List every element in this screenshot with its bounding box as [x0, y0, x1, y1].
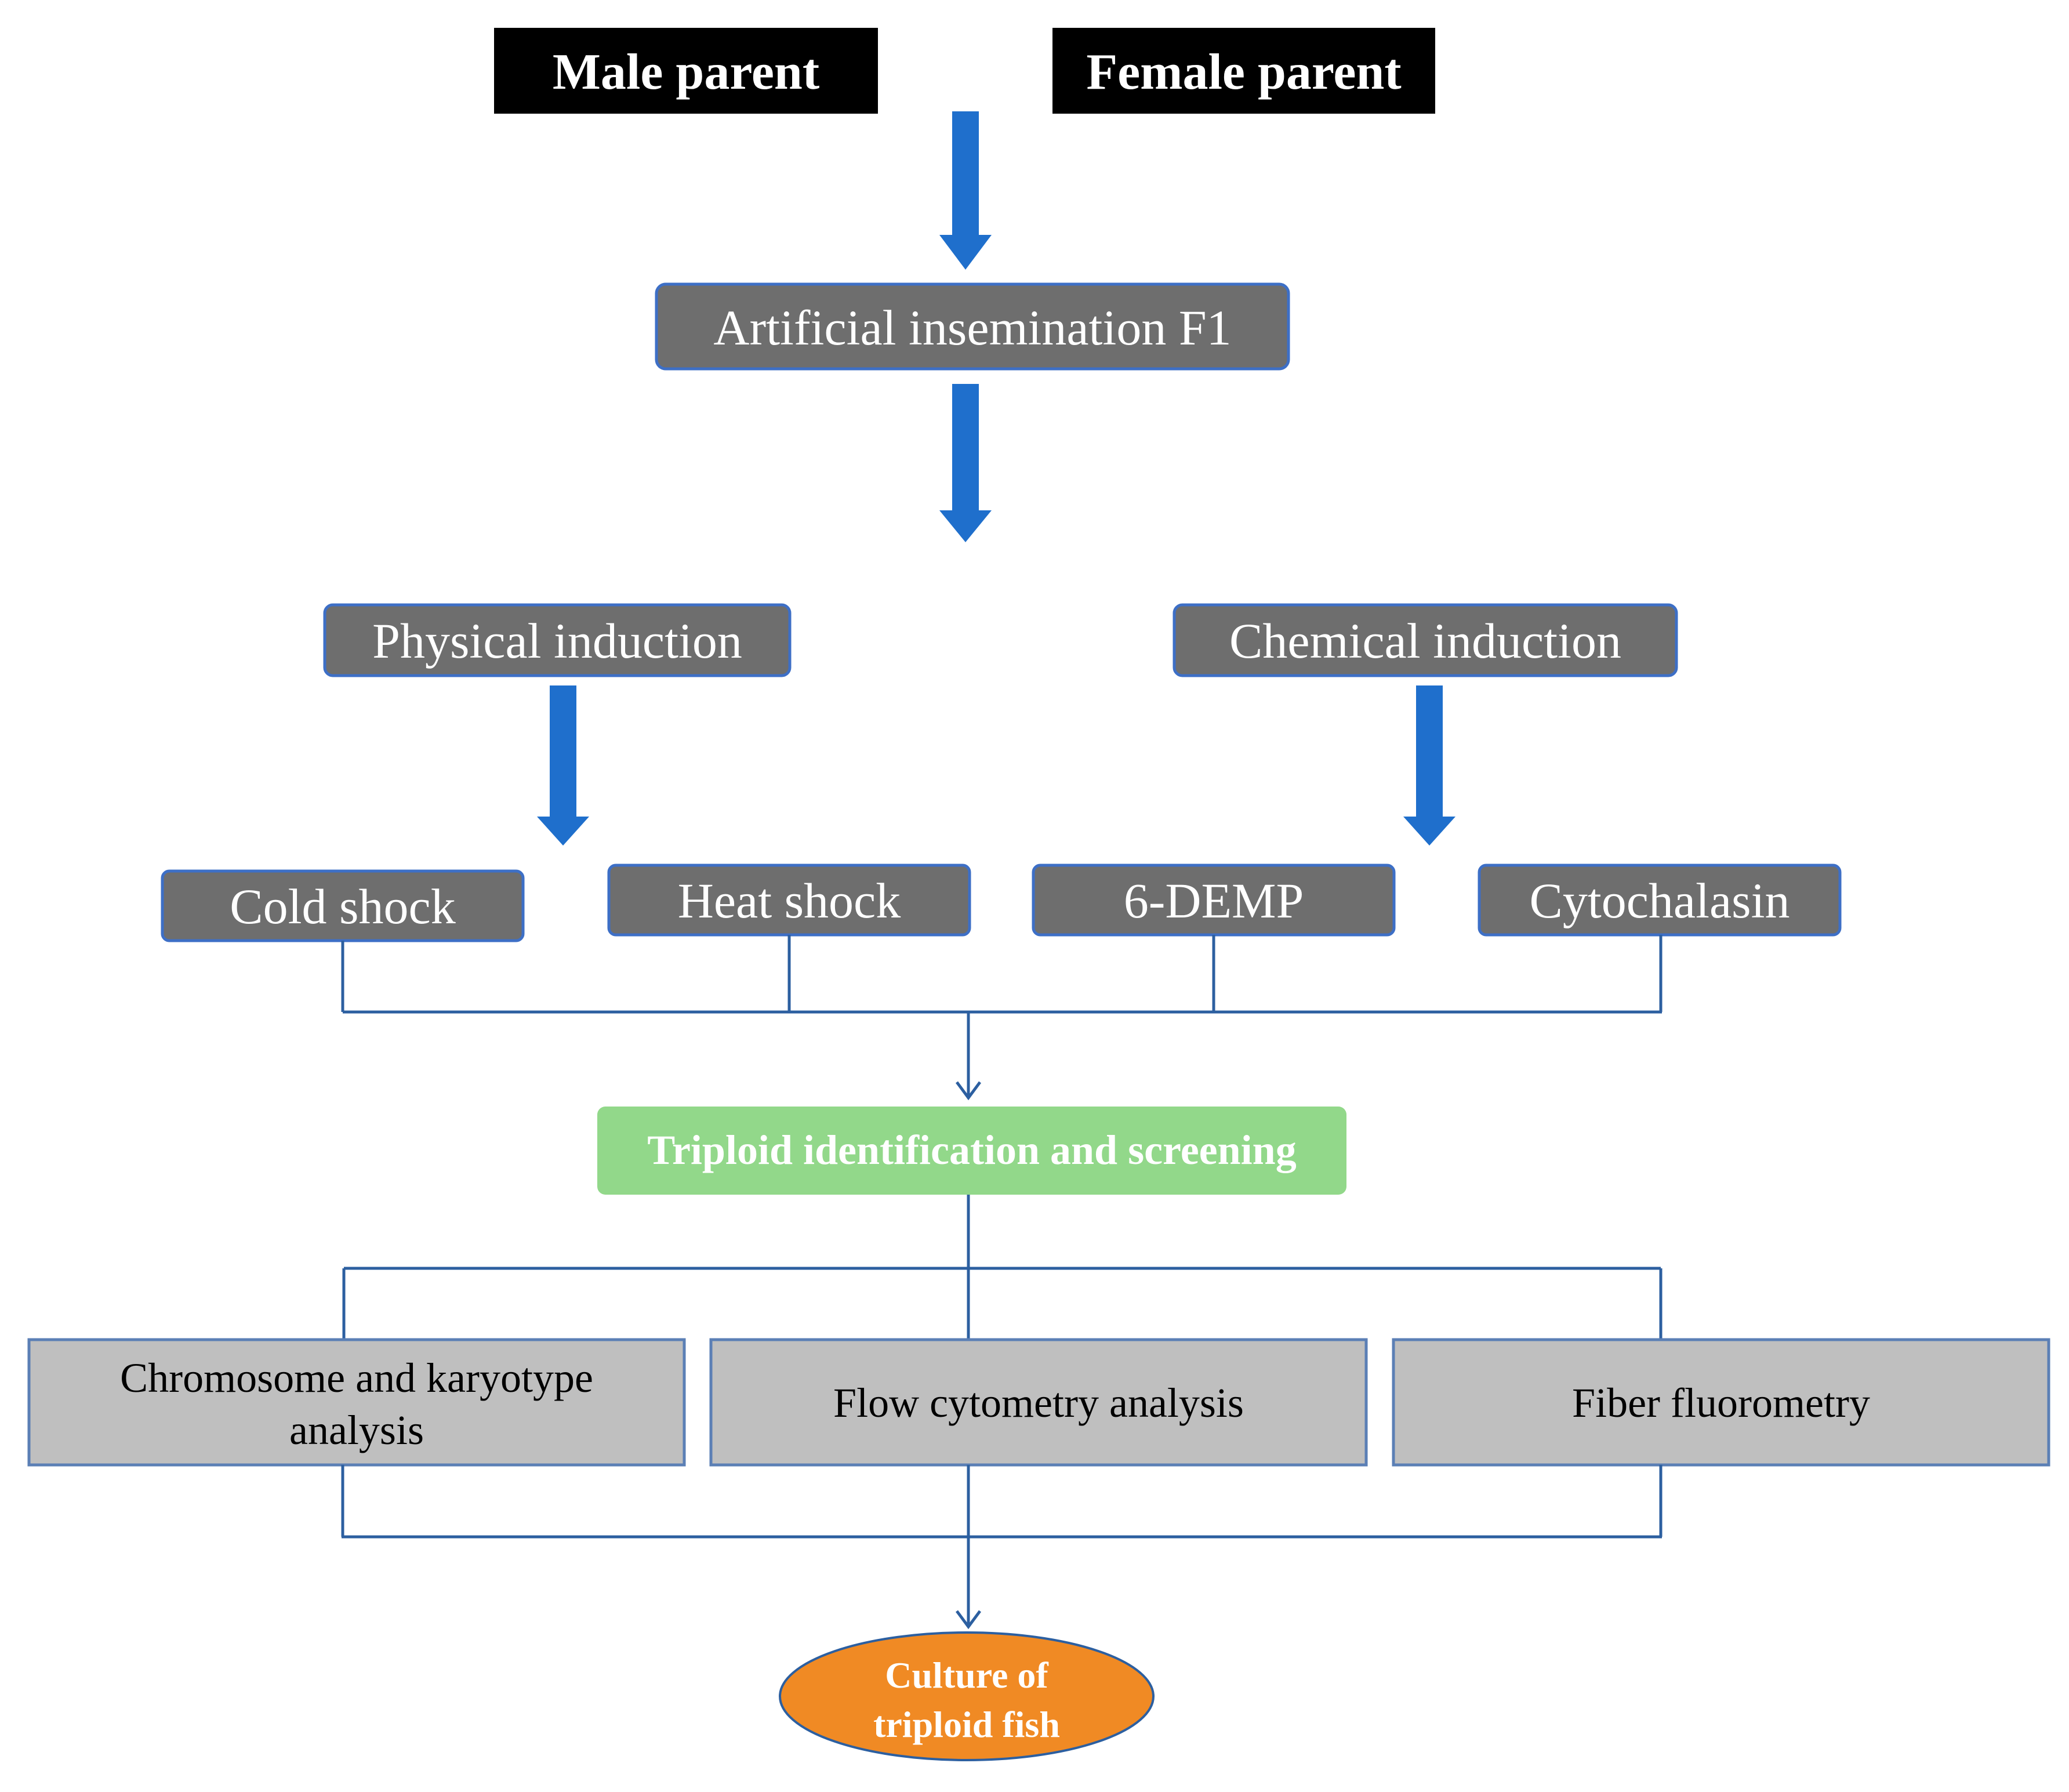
demp-node: 6-DEMP	[1032, 864, 1396, 937]
cold-shock-node: Cold shock	[161, 869, 525, 942]
flow-cytometry-label: Flow cytometry analysis	[833, 1380, 1244, 1426]
arrow-parents-to-insemination	[939, 111, 992, 270]
chromosome-karyotype-label-line2: analysis	[289, 1407, 424, 1453]
treatments-connector	[341, 935, 1663, 1101]
methods-connector	[341, 1465, 1663, 1630]
triploid-culture-node: Culture of triploid fish	[779, 1631, 1155, 1761]
physical-induction-node: Physical induction	[323, 603, 792, 677]
heat-shock-node: Heat shock	[607, 864, 971, 937]
triploid-culture-label-line2: triploid fish	[873, 1704, 1060, 1745]
chromosome-karyotype-node: Chromosome and karyotype analysis	[27, 1338, 686, 1467]
cytochalasin-node: Cytochalasin	[1478, 864, 1842, 937]
insemination-node: Artificial insemination F1	[655, 282, 1290, 371]
female-parent-label: Female parent	[1086, 44, 1401, 100]
fiber-fluorometry-node: Fiber fluorometry	[1392, 1338, 2050, 1467]
chemical-induction-label: Chemical induction	[1229, 613, 1621, 669]
heat-shock-label: Heat shock	[678, 873, 901, 928]
screening-label: Triploid identification and screening	[647, 1127, 1296, 1173]
female-parent-node: Female parent	[1052, 28, 1435, 114]
arrow-physical-to-treatments	[537, 685, 589, 846]
male-parent-label: Male parent	[553, 44, 819, 100]
physical-induction-label: Physical induction	[372, 613, 742, 669]
triploid-culture-label-line1: Culture of	[885, 1655, 1048, 1696]
insemination-label: Artificial insemination F1	[713, 300, 1231, 356]
cold-shock-label: Cold shock	[230, 879, 455, 934]
chromosome-karyotype-label-line1: Chromosome and karyotype	[120, 1355, 593, 1401]
screening-connector	[342, 1195, 1663, 1340]
chemical-induction-node: Chemical induction	[1173, 603, 1678, 677]
cytochalasin-label: Cytochalasin	[1529, 873, 1789, 928]
arrow-insemination-to-induction	[939, 384, 992, 542]
fiber-fluorometry-label: Fiber fluorometry	[1572, 1380, 1870, 1426]
screening-node: Triploid identification and screening	[597, 1107, 1346, 1195]
demp-label: 6-DEMP	[1124, 873, 1304, 928]
male-parent-node: Male parent	[494, 28, 878, 114]
arrow-chemical-to-treatments	[1403, 685, 1455, 846]
flow-cytometry-node: Flow cytometry analysis	[709, 1338, 1368, 1467]
